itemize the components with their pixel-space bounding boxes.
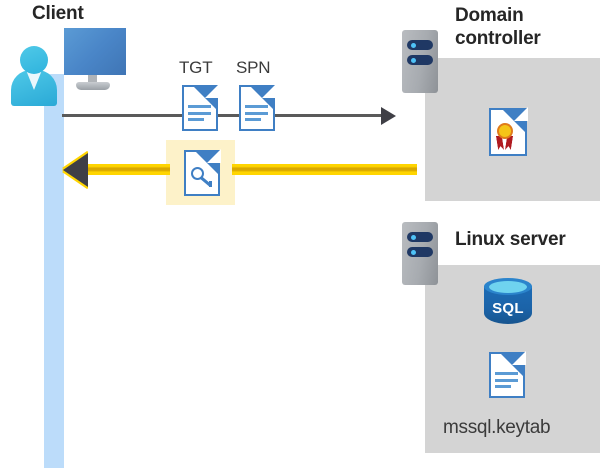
response-arrow-line-right	[232, 164, 417, 175]
monitor-screen	[64, 28, 126, 75]
spn-label: SPN	[236, 58, 271, 77]
key-tooth	[209, 181, 212, 187]
request-arrow-line	[62, 114, 383, 117]
tgt-document-icon	[182, 84, 219, 131]
monitor-base	[76, 82, 110, 90]
tgt-label: TGT	[179, 58, 213, 77]
client-lifeline	[44, 74, 64, 468]
spn-document-icon	[239, 84, 276, 131]
domain-controller-server-rack-icon	[402, 30, 438, 93]
keytab-filename-caption: mssql.keytab	[443, 417, 551, 438]
client-title: Client	[32, 3, 84, 24]
domain-controller-title: Domain controller	[455, 5, 541, 49]
monitor-neck	[88, 75, 97, 84]
linux-server-title: Linux server	[455, 229, 566, 250]
request-arrow-head-icon	[381, 107, 396, 125]
keytab-document-icon	[489, 351, 526, 398]
sql-cylinder-top	[484, 278, 532, 295]
sql-database-icon: SQL	[484, 278, 532, 330]
certificate-icon	[489, 107, 528, 156]
key-document-icon	[184, 149, 221, 196]
client-workstation-icon	[8, 28, 128, 118]
sql-label: SQL	[492, 300, 524, 317]
response-arrow-line-left	[84, 164, 170, 175]
person-collar	[26, 70, 42, 90]
person-head	[20, 46, 48, 74]
certificate-seal	[497, 123, 513, 139]
response-arrow-head-icon	[63, 153, 88, 187]
sql-cylinder-top-inner	[489, 281, 527, 293]
linux-server-rack-icon	[402, 222, 438, 285]
key-ring	[191, 167, 204, 180]
